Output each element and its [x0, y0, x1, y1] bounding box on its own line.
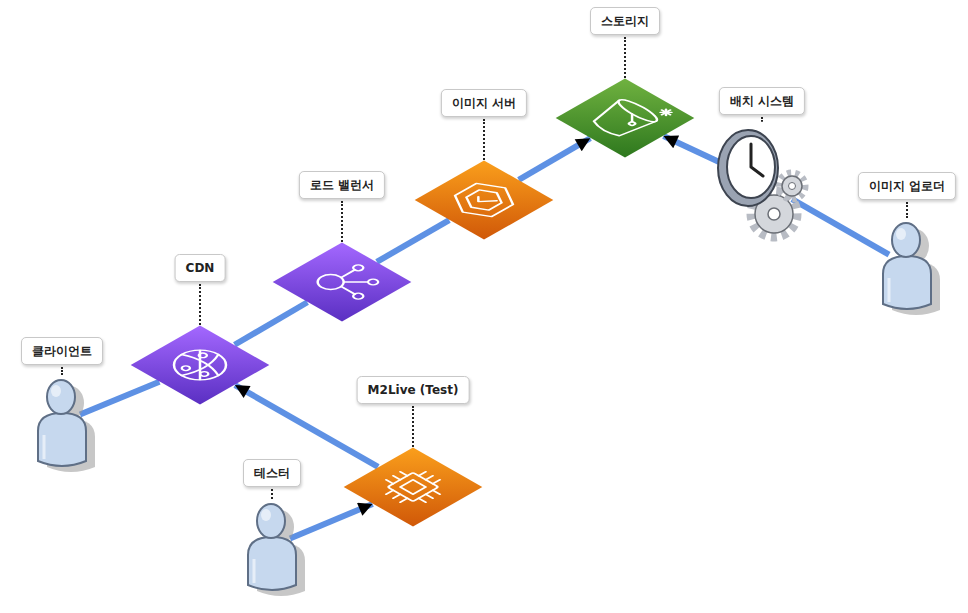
connector — [235, 302, 308, 345]
callout-label: 이미지 업로더 — [858, 172, 956, 200]
callout-label: CDN — [175, 254, 226, 282]
service-diamond: CDN — [130, 325, 270, 405]
service-diamond: 로드 밸런서 — [272, 242, 412, 322]
leader-line — [483, 119, 485, 160]
connector — [377, 220, 449, 262]
callout-label: 클라이언트 — [21, 337, 103, 365]
callout-label: 배치 시스템 — [719, 87, 805, 115]
node-outline — [272, 242, 412, 322]
node-label: 클라이언트 — [32, 343, 92, 359]
connector — [519, 138, 591, 180]
connector — [792, 199, 889, 255]
leader-line — [412, 406, 414, 447]
service-diamond: M2Live (Test) — [343, 447, 483, 527]
batch-system-icon: 배치 시스템 — [712, 122, 812, 242]
node-label: 테스터 — [254, 465, 290, 481]
leader-line — [341, 201, 343, 242]
node-outline — [555, 78, 695, 158]
service-diamond: 스토리지 — [555, 78, 695, 158]
service-diamond: 이미지 서버 — [414, 160, 554, 240]
connector — [80, 382, 159, 415]
connector — [290, 504, 373, 539]
leader-line — [199, 284, 201, 325]
leader-line — [906, 202, 908, 218]
leader-line — [761, 117, 763, 122]
node-outline — [242, 499, 302, 594]
node-label: 이미지 서버 — [452, 95, 516, 111]
node-label: 스토리지 — [601, 13, 649, 29]
callout-label: M2Live (Test) — [357, 376, 470, 404]
user-figure: 클라이언트 — [32, 375, 92, 470]
user-figure: 이미지 업로더 — [877, 218, 937, 313]
node-outline — [343, 447, 483, 527]
node-label: M2Live (Test) — [368, 382, 459, 398]
callout-label: 로드 밸런서 — [299, 171, 385, 199]
node-outline — [712, 122, 812, 242]
node-label: 이미지 업로더 — [869, 178, 945, 194]
node-label: 배치 시스템 — [730, 93, 794, 109]
node-outline — [32, 375, 92, 470]
callout-label: 스토리지 — [590, 7, 660, 35]
leader-line — [624, 37, 626, 78]
node-outline — [130, 325, 270, 405]
user-figure: 테스터 — [242, 499, 302, 594]
callout-label: 이미지 서버 — [441, 89, 527, 117]
node-label: CDN — [186, 260, 215, 276]
callout-label: 테스터 — [243, 459, 301, 487]
node-outline — [414, 160, 554, 240]
leader-line — [271, 489, 273, 499]
node-label: 로드 밸런서 — [310, 177, 374, 193]
leader-line — [61, 367, 63, 375]
node-outline — [877, 218, 937, 313]
